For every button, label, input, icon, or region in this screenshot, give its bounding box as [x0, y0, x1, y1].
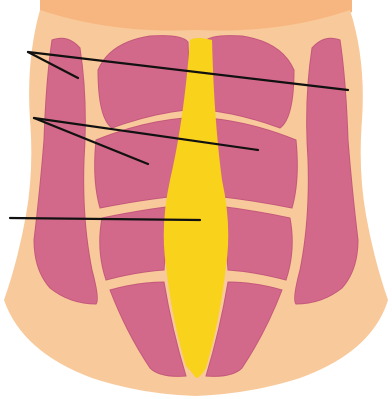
right-rectus-segment-3 [218, 206, 292, 280]
left-rectus-segment-3 [100, 206, 174, 280]
